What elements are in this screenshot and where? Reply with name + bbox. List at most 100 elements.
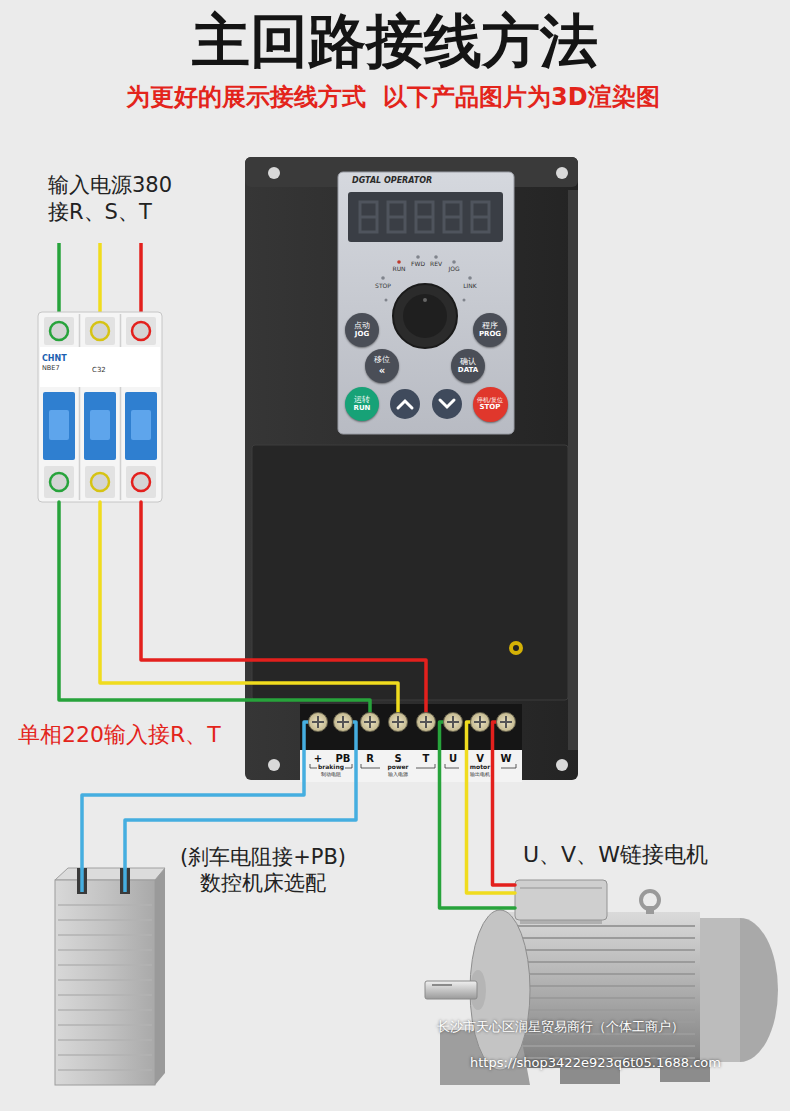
circuit-breaker-body-part	[131, 410, 151, 440]
motor-body-part	[646, 906, 654, 914]
inverter-body-part	[268, 167, 280, 179]
button-label: DATA	[458, 366, 478, 374]
text-slot: 点动JOG	[345, 313, 379, 347]
brake-resistor-body	[55, 868, 165, 1085]
circuit-breaker-body-part	[125, 392, 157, 460]
inverter-body-part	[245, 157, 578, 780]
text-slot: U、V、W链接电机	[523, 842, 708, 867]
circuit-breaker-body-part	[85, 466, 115, 498]
label-slot: REV	[430, 261, 442, 268]
circuit-breaker-body-part	[132, 322, 150, 340]
keypad-button: 确认DATA	[451, 349, 485, 383]
circuit-breaker: 输入电源380 接R、S、TCHNTNBE7C32	[38, 312, 162, 502]
terminal-screw: T	[416, 712, 436, 732]
inverter-body-part-part	[416, 216, 433, 219]
inverter-body-part-part	[388, 216, 405, 219]
circuit-breaker-body-part	[43, 392, 75, 460]
motor-body-part	[515, 880, 607, 920]
inverter-body-part-part	[444, 202, 461, 232]
led-label: RUN	[392, 266, 405, 273]
terminal-label: U	[449, 753, 457, 765]
text-slot: R	[366, 753, 374, 765]
label-slot: https://shop3422e923q6t05.1688.com	[470, 1056, 721, 1071]
circuit-breaker-body-part	[50, 473, 68, 491]
circuit-breaker-body-part	[50, 322, 68, 340]
motor-body-part	[505, 926, 695, 1058]
terminal-label: W	[500, 753, 511, 765]
label-slot: LINK	[463, 283, 477, 290]
motor-body	[425, 880, 778, 1085]
led-label: FWD	[411, 261, 425, 268]
input-wires-part	[98, 243, 102, 322]
inverter-body-part	[423, 298, 427, 302]
button-label: 程序	[482, 322, 498, 331]
terminal-screw: PB	[333, 712, 353, 732]
label-slot: braking	[318, 764, 344, 770]
text-slot: DGTAL OPERATOR	[352, 176, 432, 185]
label-slot: 输入电源	[388, 772, 408, 777]
circuit-breaker-body-part	[84, 392, 116, 460]
text-slot: NBE7	[42, 365, 60, 372]
button-label: 运转	[354, 396, 370, 405]
terminal-label: T	[423, 753, 430, 765]
terminal-screw: U	[443, 712, 463, 732]
node-text: DGTAL OPERATOR	[352, 176, 432, 185]
label-slot: 输出电机	[470, 772, 490, 777]
inverter-body-part-part	[434, 255, 438, 259]
label-slot: FWD	[411, 261, 425, 268]
inverter-body-part	[440, 400, 454, 407]
wire	[440, 722, 516, 908]
text-slot: T	[423, 753, 430, 765]
inverter-body-part-part	[385, 299, 388, 302]
wire	[59, 502, 370, 712]
inverter-body-part-part	[452, 260, 456, 264]
button-label: «	[379, 365, 385, 377]
subtitle: 为更好的展示接线方式 以下产品图片为3D渲染图	[126, 84, 659, 112]
inverter-body-part	[398, 401, 412, 408]
inverter-body-part-part	[416, 255, 420, 259]
inverter: 点动JOG程序PROG移位«确认DATA运转RUN停机/复位STOP+PBRST…	[245, 157, 578, 780]
led-label: STOP	[375, 283, 391, 290]
input-wires	[59, 243, 141, 322]
node-text: 输入电源380 接R、S、T	[48, 172, 193, 227]
terminal-screw: +	[308, 712, 328, 732]
inverter-body-part	[300, 750, 522, 782]
keypad-button: 点动JOG	[345, 313, 379, 347]
circuit-breaker-body-part	[44, 466, 74, 498]
motor-body-part	[425, 981, 477, 999]
terminal-screw: R	[360, 712, 380, 732]
wire	[141, 502, 426, 712]
wiring-note: 单相220输入接R、T	[18, 722, 221, 747]
keypad-button: 程序PROG	[473, 313, 507, 347]
inverter-body-part-part	[463, 299, 466, 302]
text-slot: +	[314, 753, 322, 765]
input-wires-part	[139, 243, 143, 322]
button-label: 移位	[374, 356, 390, 365]
button-label: STOP	[480, 403, 501, 411]
text-slot: 输入电源380 接R、S、T	[48, 172, 193, 227]
terminal-group: 制动电阻	[321, 772, 341, 777]
wire	[100, 502, 398, 712]
circuit-breaker-body	[38, 312, 162, 502]
inverter-body-part	[403, 294, 447, 338]
inverter-body-part	[568, 190, 578, 750]
brake-resistor-body-part	[58, 905, 152, 1070]
inverter-body-part	[393, 284, 457, 348]
inverter-body-part	[556, 167, 568, 179]
text-slot: V	[476, 753, 484, 765]
motor-body-part	[432, 984, 452, 986]
circuit-breaker-body-part	[91, 322, 109, 340]
text-slot: 停机/复位STOP	[473, 387, 508, 422]
text-slot: 移位«	[365, 349, 399, 383]
button-label: JOG	[355, 330, 369, 338]
label-slot: JOG	[448, 266, 459, 273]
label-slot: 制动电阻	[321, 772, 341, 777]
text-slot: U	[449, 753, 457, 765]
wire	[493, 722, 516, 885]
text-slot: C32	[92, 366, 106, 374]
terminal-group: motor	[470, 764, 490, 770]
inverter-body-part-part	[416, 202, 433, 232]
text-slot: S	[394, 753, 401, 765]
